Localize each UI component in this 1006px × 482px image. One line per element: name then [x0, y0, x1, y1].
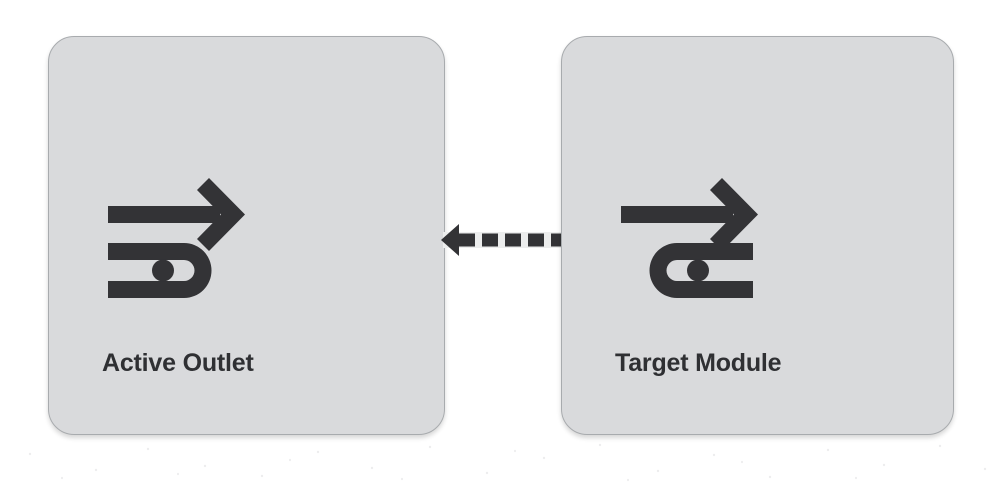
outlet-loop-arrow-icon	[106, 170, 254, 300]
background-texture	[28, 443, 987, 482]
node-card-target-module[interactable]: Target Module	[561, 36, 954, 435]
node-label-active-outlet: Active Outlet	[102, 349, 254, 377]
node-label-target-module: Target Module	[615, 349, 782, 377]
module-loop-arrow-icon	[619, 170, 767, 300]
node-card-active-outlet[interactable]: Active Outlet	[48, 36, 445, 435]
